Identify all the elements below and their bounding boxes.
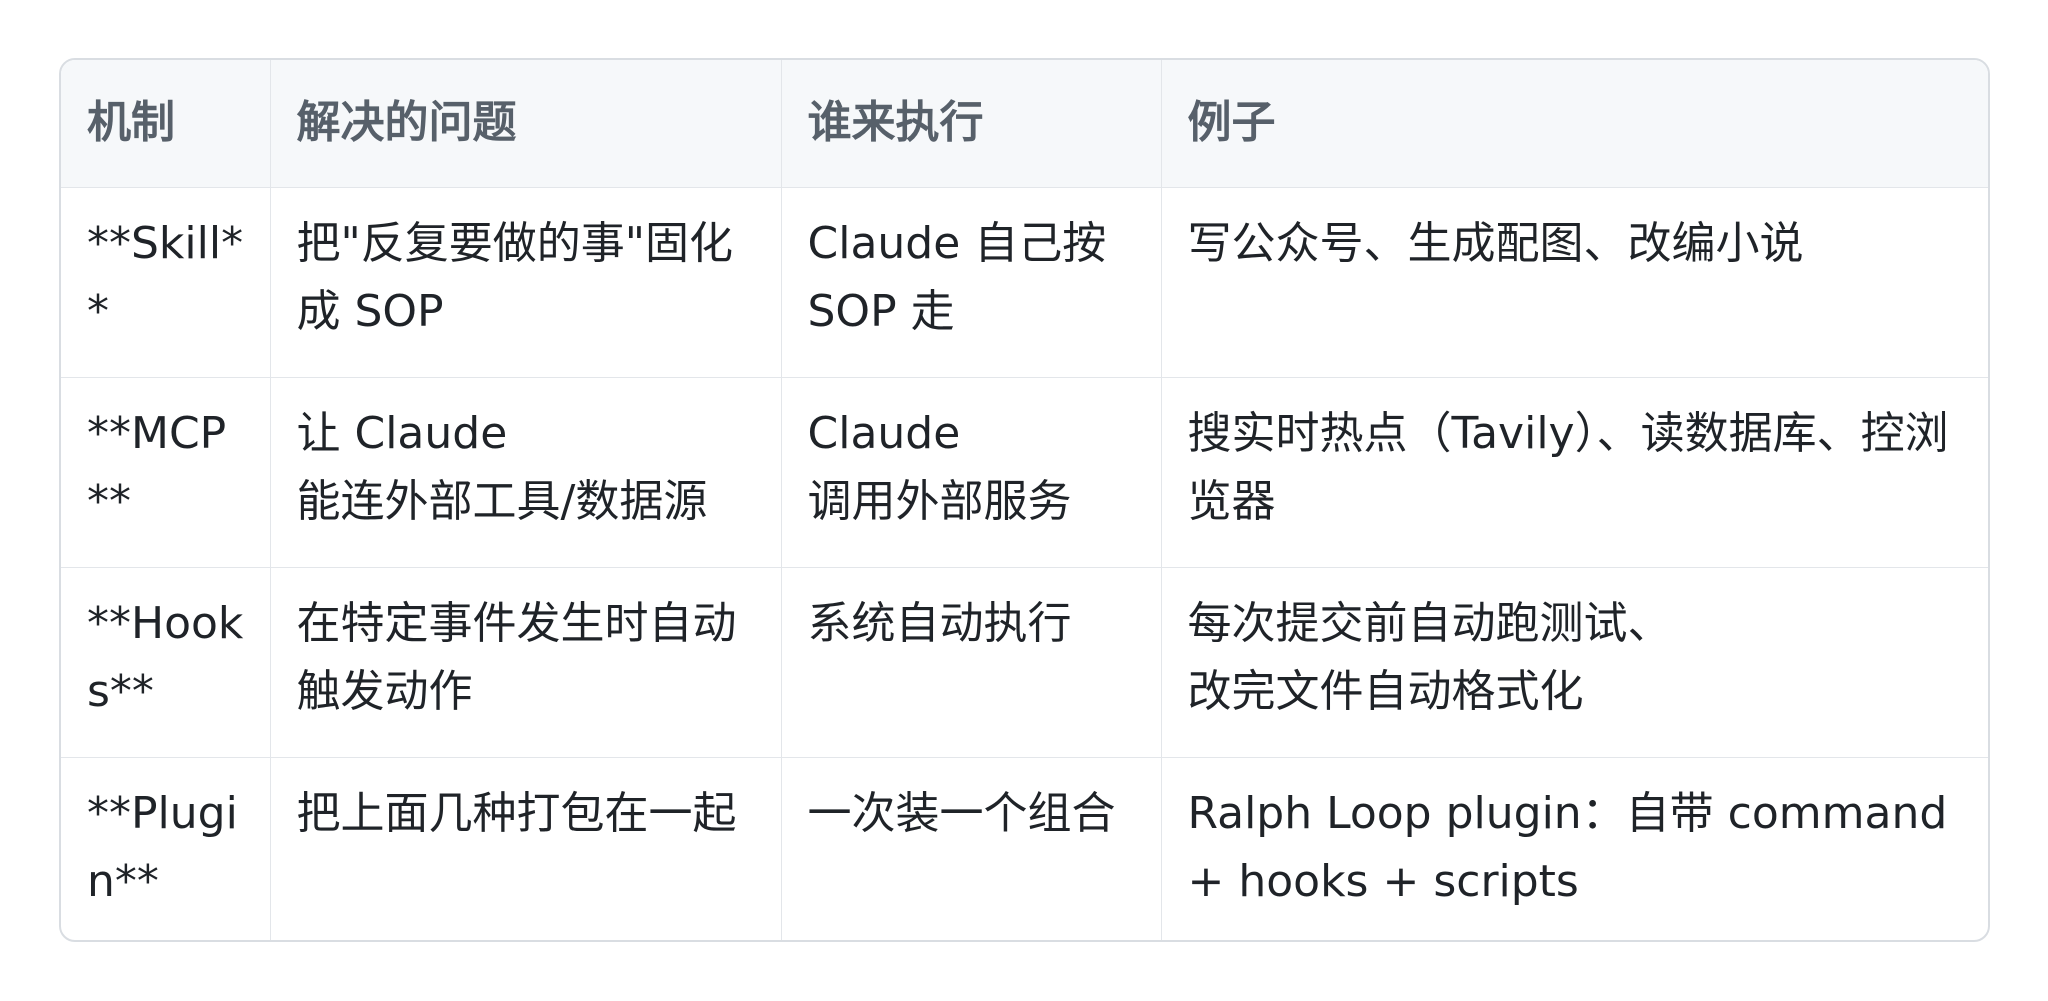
table-row: **MCP** 让 Claude 能连外部工具/数据源 Claude 调用外部服… — [61, 377, 1988, 568]
table-row: **Hooks** 在特定事件发生时自动触发动作 系统自动执行 每次提交前自动跑… — [61, 567, 1988, 758]
table-header-row: 机制 解决的问题 谁来执行 例子 — [61, 60, 1988, 188]
cell-executor: Claude 调用外部服务 — [781, 377, 1162, 568]
cell-text: 让 Claude 能连外部工具/数据源 — [296, 407, 708, 527]
cell-text: 每次提交前自动跑测试、 改完文件自动格式化 — [1187, 597, 1672, 717]
cell-text: **MCP** — [87, 407, 227, 527]
cell-mechanism: **Hooks** — [61, 567, 271, 758]
cell-example: 搜实时热点（Tavily）、读数据库、控浏览器 — [1161, 377, 1988, 568]
cell-text: **Plugin** — [87, 787, 238, 907]
cell-problem: 让 Claude 能连外部工具/数据源 — [270, 377, 782, 568]
cell-example: 每次提交前自动跑测试、 改完文件自动格式化 — [1161, 567, 1988, 758]
cell-text: Claude 自己按 SOP 走 — [807, 217, 1107, 337]
header-mechanism: 机制 — [61, 60, 271, 188]
cell-text: 系统自动执行 — [807, 597, 1072, 649]
cell-mechanism: **Plugin** — [61, 757, 271, 940]
header-executor: 谁来执行 — [781, 60, 1162, 188]
cell-executor: 一次装一个组合 — [781, 757, 1162, 940]
cell-text: **Skill** — [87, 217, 244, 337]
header-example: 例子 — [1161, 60, 1988, 188]
cell-text: **Hooks** — [87, 597, 244, 717]
cell-problem: 把上面几种打包在一起 — [270, 757, 782, 940]
cell-text: 把上面几种打包在一起 — [296, 787, 737, 839]
comparison-table-container: 机制 解决的问题 谁来执行 例子 **Skill** 把"反复要做的事"固化成 … — [59, 58, 1990, 942]
cell-problem: 在特定事件发生时自动触发动作 — [270, 567, 782, 758]
cell-mechanism: **Skill** — [61, 187, 271, 378]
cell-text: 写公众号、生成配图、改编小说 — [1187, 217, 1804, 269]
cell-executor: 系统自动执行 — [781, 567, 1162, 758]
cell-text: 一次装一个组合 — [807, 787, 1116, 839]
header-problem-solved: 解决的问题 — [270, 60, 782, 188]
cell-text: Ralph Loop plugin：自带 command + hooks + s… — [1187, 787, 1948, 907]
cell-text: 在特定事件发生时自动触发动作 — [296, 597, 737, 717]
cell-problem: 把"反复要做的事"固化成 SOP — [270, 187, 782, 378]
table-row: **Plugin** 把上面几种打包在一起 一次装一个组合 Ralph Loop… — [61, 757, 1988, 940]
cell-mechanism: **MCP** — [61, 377, 271, 568]
cell-example: Ralph Loop plugin：自带 command + hooks + s… — [1161, 757, 1988, 940]
table-row: **Skill** 把"反复要做的事"固化成 SOP Claude 自己按 SO… — [61, 187, 1988, 378]
cell-executor: Claude 自己按 SOP 走 — [781, 187, 1162, 378]
cell-text: 把"反复要做的事"固化成 SOP — [296, 217, 733, 337]
cell-example: 写公众号、生成配图、改编小说 — [1161, 187, 1988, 378]
cell-text: 搜实时热点（Tavily）、读数据库、控浏览器 — [1187, 407, 1949, 527]
comparison-table: 机制 解决的问题 谁来执行 例子 **Skill** 把"反复要做的事"固化成 … — [61, 60, 1988, 940]
cell-text: Claude 调用外部服务 — [807, 407, 1072, 527]
